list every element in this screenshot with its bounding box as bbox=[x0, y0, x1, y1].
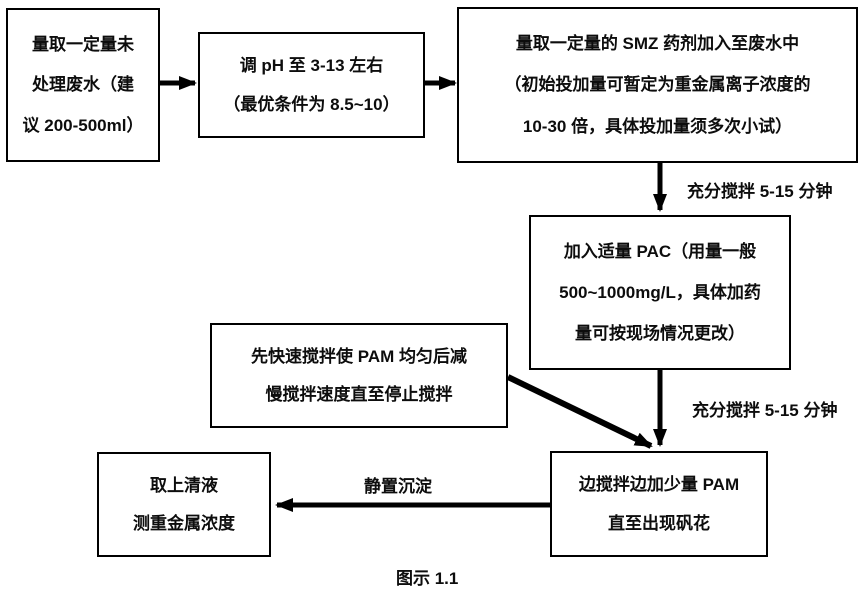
box-text-line: 先快速搅拌使 PAM 均匀后减 bbox=[251, 346, 467, 366]
flow-box-pam-stir-speed: 先快速搅拌使 PAM 均匀后减 慢搅拌速度直至停止搅拌 bbox=[210, 323, 508, 428]
arrow-label-stir-after-smz: 充分搅拌 5-15 分钟 bbox=[687, 182, 833, 201]
box-text-line: 取上清液 bbox=[150, 475, 218, 495]
arrow-label-settle: 静置沉淀 bbox=[364, 477, 432, 496]
box-text-line: （最优条件为 8.5~10） bbox=[223, 94, 400, 114]
box-text-line: 10-30 倍，具体投加量须多次小试） bbox=[522, 116, 793, 136]
flow-box-adjust-ph: 调 pH 至 3-13 左右 （最优条件为 8.5~10） bbox=[198, 32, 425, 138]
box-text-line: 处理废水（建 bbox=[32, 75, 134, 95]
box-text-line: 量取一定量的 SMZ 药剂加入至废水中 bbox=[515, 34, 800, 54]
flow-box-add-pac: 加入适量 PAC（用量一般 500~1000mg/L，具体加药 量可按现场情况更… bbox=[529, 215, 791, 370]
box-text-line: 慢搅拌速度直至停止搅拌 bbox=[265, 384, 453, 404]
box-text-line: 500~1000mg/L，具体加药 bbox=[559, 282, 761, 302]
box-text-line: 测重金属浓度 bbox=[133, 513, 235, 533]
flow-box-add-smz: 量取一定量的 SMZ 药剂加入至废水中 （初始投加量可暂定为重金属离子浓度的 1… bbox=[457, 7, 858, 163]
box-text-line: 调 pH 至 3-13 左右 bbox=[239, 56, 384, 76]
box-text-line: 边搅拌边加少量 PAM bbox=[578, 475, 740, 495]
box-text-line: （初始投加量可暂定为重金属离子浓度的 bbox=[504, 75, 811, 95]
arrow-label-stir-after-pac: 充分搅拌 5-15 分钟 bbox=[692, 401, 838, 420]
flow-box-take-supernatant: 取上清液 测重金属浓度 bbox=[97, 452, 271, 557]
arrow-stirbox-to-pam bbox=[506, 374, 653, 449]
box-text-line: 量可按现场情况更改） bbox=[575, 323, 745, 343]
figure-caption: 图示 1.1 bbox=[396, 569, 459, 588]
flow-box-measure-wastewater: 量取一定量未 处理废水（建 议 200-500ml） bbox=[6, 8, 160, 162]
box-text-line: 直至出现矾花 bbox=[608, 513, 710, 533]
box-text-line: 议 200-500ml） bbox=[22, 116, 144, 136]
box-text-line: 量取一定量未 bbox=[32, 34, 134, 54]
box-text-line: 加入适量 PAC（用量一般 bbox=[563, 241, 757, 261]
flow-box-add-pam: 边搅拌边加少量 PAM 直至出现矾花 bbox=[550, 451, 768, 557]
